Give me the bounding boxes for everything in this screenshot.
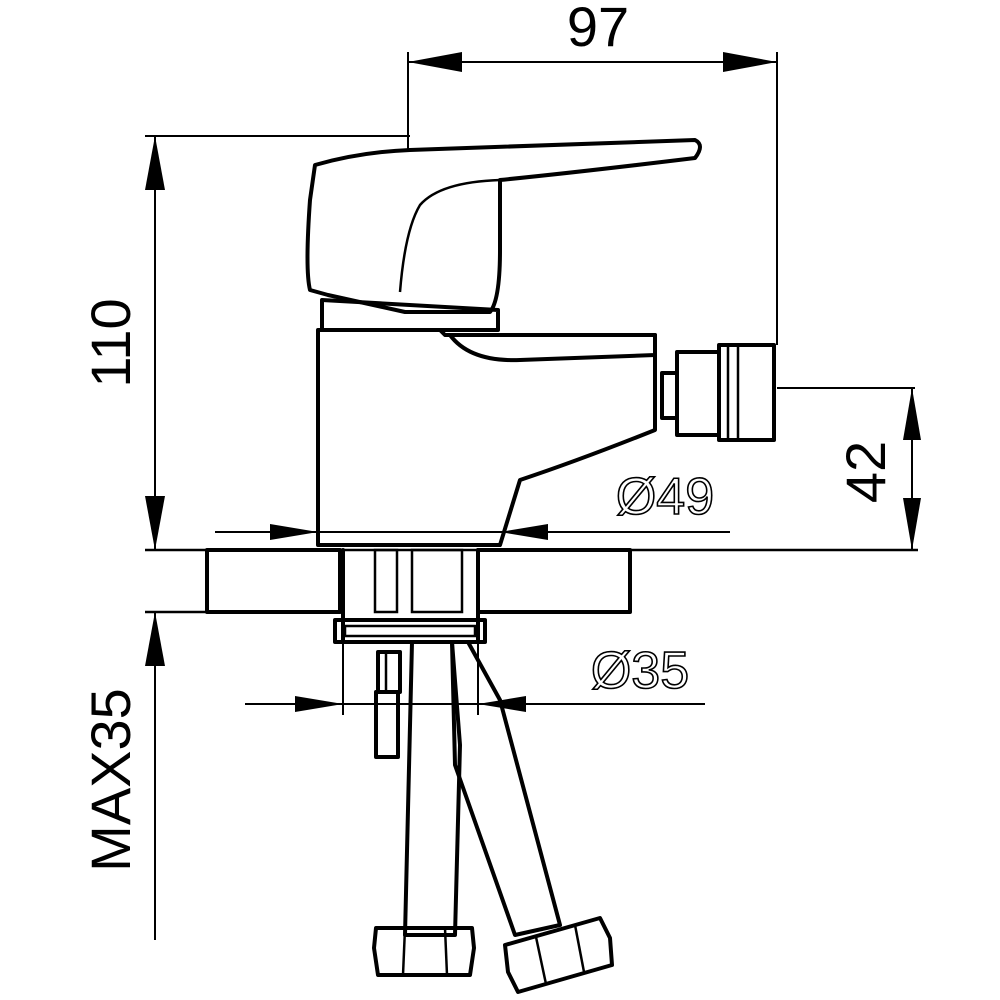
max-thickness-label: MAX35 [79,688,142,872]
max-thickness-dimension: MAX35 [79,612,165,940]
arrow-up-icon [145,612,165,666]
hole-diameter-dimension: Ø35 [245,640,705,715]
arrow-up-icon [903,388,921,440]
outlet-height-dimension: 42 [777,387,921,550]
mounting-assembly [333,548,487,759]
arrow-right-icon [295,696,343,712]
height-label: 110 [79,298,142,387]
hose-left [403,640,462,937]
arrow-down-icon [145,496,165,550]
arrow-right-icon [270,524,318,540]
threaded-rod [374,690,400,759]
arrow-left-icon [408,52,462,72]
height-dimension: 110 [79,135,410,550]
handle-collar [320,298,500,332]
counter-section [145,548,918,642]
stud-section [373,548,399,614]
body-diameter-label: Ø49 [616,468,714,526]
fixing-plate [333,618,487,644]
flexible-hoses [403,640,562,937]
arrow-left-icon [500,524,548,540]
lever-outer [305,138,702,314]
spout-top [448,333,657,363]
body-diameter-dimension: Ø49 [215,467,730,540]
arrow-right-icon [723,52,777,72]
outlet-height-label: 42 [834,441,897,503]
width-dimension: 97 [407,0,778,345]
arrow-down-icon [903,498,921,550]
hex-nut-right [503,916,614,994]
faucet-body [316,298,657,547]
hose-section [410,548,464,614]
hose-nuts [372,916,614,994]
outlet-aerator [660,343,776,442]
hose-right [450,640,562,937]
lever-handle [305,138,702,314]
arrow-up-icon [145,136,165,190]
width-label: 97 [567,0,629,58]
hole-diameter-label: Ø35 [591,642,689,700]
hex-nut-left [372,926,476,977]
fixing-nut [376,650,402,694]
mixer-body [316,328,657,547]
